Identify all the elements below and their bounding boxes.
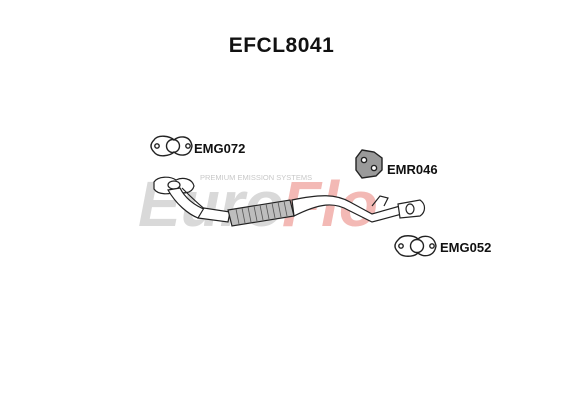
part-label-emg052: EMG052 xyxy=(440,240,492,255)
part-label-emg072: EMG072 xyxy=(194,141,246,156)
part-label-emr046: EMR046 xyxy=(387,162,438,177)
front-pipe-icon xyxy=(153,176,426,227)
rubber-mount-icon xyxy=(355,149,383,179)
gasket-icon xyxy=(150,135,193,157)
gasket-icon xyxy=(394,235,437,257)
watermark-tagline: PREMIUM EMISSION SYSTEMS xyxy=(200,173,312,182)
part-number-title: EFCL8041 xyxy=(228,34,335,57)
